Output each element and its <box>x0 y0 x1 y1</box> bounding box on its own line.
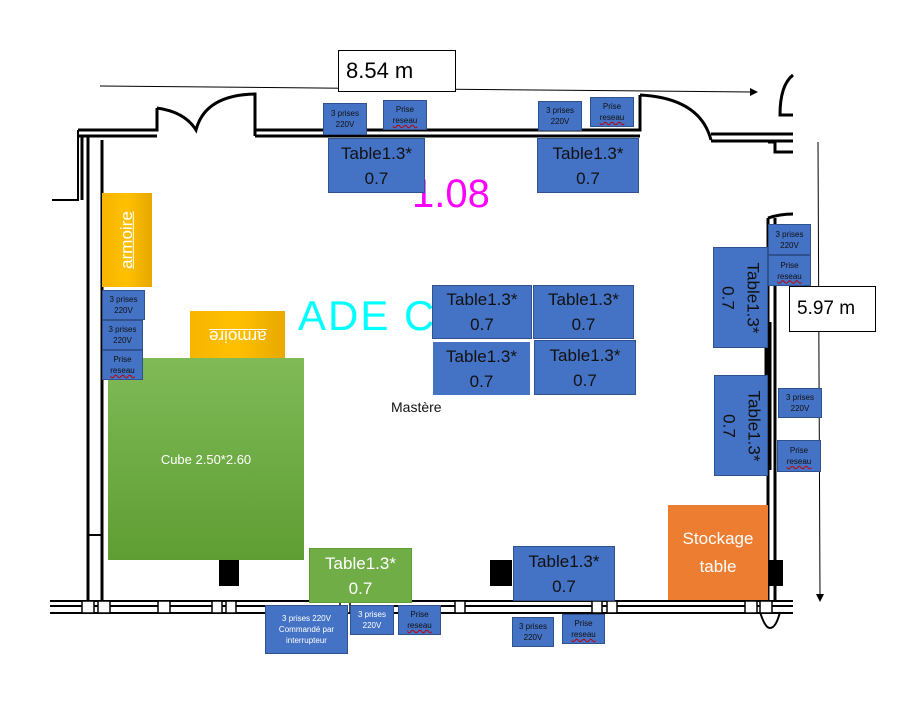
outlet-label: Prise <box>780 260 799 270</box>
outlet-label: Prise <box>410 610 429 619</box>
network-outlet: Prise reseau <box>398 605 441 635</box>
width-dimension-label: 8.54 m <box>338 50 456 92</box>
outlet-label: Prise <box>113 355 132 364</box>
outlet-label: reseau <box>599 113 625 122</box>
table: Table1.3* 0.7 <box>432 285 532 339</box>
power-outlet: 3 prises 220V <box>102 290 145 320</box>
table-width: 0.7 <box>364 168 389 188</box>
table-label: Table1.3* <box>552 143 624 163</box>
outlet-label: reseau <box>786 457 812 466</box>
stockage-label: Stockage <box>682 528 754 548</box>
table-width: 0.7 <box>552 576 576 596</box>
outlet-label: Prise <box>395 105 415 114</box>
height-dimension-label: 5.97 m <box>789 286 876 332</box>
column-fixture <box>768 560 783 586</box>
outlet-label: 220V <box>113 336 132 345</box>
outlet-label: 220V <box>780 240 799 250</box>
cube-label: Cube 2.50*2.60 <box>160 451 252 467</box>
outlet-label: 3 prises <box>518 622 547 631</box>
power-outlet: 3 prises 220V <box>323 103 367 135</box>
network-outlet: Prise reseau <box>562 614 605 644</box>
power-outlet: 3 prises 220V <box>102 320 143 350</box>
outlet-label: 3 prises <box>785 393 814 402</box>
outlet-label: 3 prises <box>357 610 386 619</box>
table-green: Table1.3* 0.7 <box>309 548 412 603</box>
table-label: Table1.3* <box>341 143 412 163</box>
room-caption: Mastère <box>391 399 442 415</box>
table-width: 0.7 <box>348 578 373 598</box>
outlet-label: 3 prises <box>775 229 804 239</box>
outlet-label: reseau <box>407 621 432 630</box>
room-name: ADE C <box>298 292 437 339</box>
outlet-label: Prise <box>789 446 809 455</box>
table-label: Table1.3* <box>743 262 763 333</box>
table: Table1.3* 0.7 <box>432 341 531 396</box>
table-vertical: Table1.3*0.7 <box>714 375 768 476</box>
network-outlet: Prise reseau <box>383 100 427 130</box>
table-label: Table1.3* <box>548 290 619 309</box>
outlet-label: interrupteur <box>286 636 327 645</box>
table: Table1.3* 0.7 <box>534 340 636 395</box>
table-label: Table1.3* <box>325 553 396 573</box>
outlet-label: 3 prises 220V <box>282 614 331 623</box>
table-label: Table1.3* <box>446 346 517 366</box>
outlet-label: 220V <box>523 633 543 642</box>
outlet-label: Commandé par <box>278 625 335 634</box>
armoire-label: armoire <box>117 211 136 269</box>
table-width: 0.7 <box>718 285 738 310</box>
outlet-label: 220V <box>362 621 382 630</box>
outlet-label: 220V <box>790 404 810 413</box>
armoire-horizontal: armoire <box>190 311 285 361</box>
table-label: Table1.3* <box>744 390 764 461</box>
column-fixture <box>490 560 512 586</box>
outlet-label: Prise <box>602 102 622 111</box>
outlet-label: 3 prises <box>108 325 137 334</box>
network-outlet: Prise reseau <box>777 440 821 472</box>
table-label: Table1.3* <box>446 290 518 309</box>
power-outlet: 3 prises 220V <box>538 101 582 131</box>
outlet-label: 3 prises <box>330 109 359 118</box>
table: Table1.3* 0.7 <box>513 546 615 601</box>
table-width: 0.7 <box>469 371 494 391</box>
table-width: 0.7 <box>719 413 739 438</box>
outlet-label: reseau <box>110 366 135 375</box>
outlet-label: reseau <box>777 271 802 281</box>
stockage-label: table <box>699 556 737 576</box>
power-outlet: 3 prises 220V <box>512 617 554 647</box>
table-label: Table1.3* <box>549 345 621 365</box>
switched-power-outlet: 3 prises 220V Commandé par interrupteur <box>265 605 348 654</box>
table-vertical: Table1.3*0.7 <box>713 247 768 348</box>
table-label: Table1.3* <box>528 551 600 571</box>
table-width: 0.7 <box>573 370 597 390</box>
outlet-label: reseau <box>392 116 418 125</box>
power-outlet: 3 prises 220V <box>778 388 822 418</box>
network-outlet: Prise reseau <box>102 350 143 380</box>
outlet-label: 3 prises <box>109 295 138 304</box>
outlet-label: 220V <box>335 120 355 129</box>
armoire-vertical: armoire <box>102 193 152 287</box>
outlet-label: reseau <box>571 630 596 639</box>
stockage-table: Stockage table <box>668 505 768 600</box>
outlet-label: 3 prises <box>545 106 574 115</box>
table: Table1.3* 0.7 <box>533 285 634 339</box>
table-width: 0.7 <box>470 315 494 334</box>
table: Table1.3* 0.7 <box>328 138 425 193</box>
network-outlet: Prise reseau <box>590 97 634 127</box>
power-outlet: 3 prises 220V <box>350 605 394 635</box>
table-width: 0.7 <box>571 315 596 334</box>
outlet-label: 220V <box>550 117 570 126</box>
table: Table1.3* 0.7 <box>537 138 639 193</box>
column-fixture <box>219 560 239 586</box>
outlet-label: Prise <box>574 619 593 628</box>
cube: Cube 2.50*2.60 <box>108 358 304 560</box>
outlet-label: 220V <box>114 306 133 315</box>
table-width: 0.7 <box>576 168 600 188</box>
armoire-label: armoire <box>208 327 267 346</box>
